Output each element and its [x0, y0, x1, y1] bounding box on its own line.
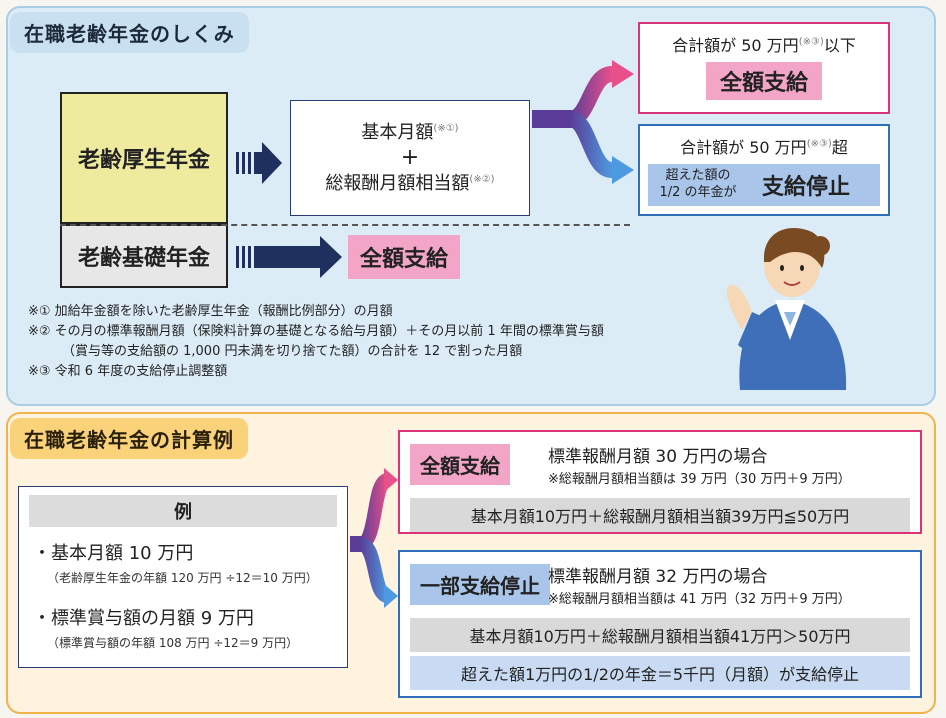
section-title-mechanism: 在職老齢年金のしくみ: [10, 12, 249, 53]
example-item-basic-monthly: ・基本月額 10 万円: [33, 543, 194, 564]
outcome-over-50-box: 合計額が 50 万円(※③)超 超えた額の 1/2 の年金が 支給停止: [638, 124, 890, 216]
outcome-over-result-note: 超えた額の 1/2 の年金が: [659, 168, 737, 200]
example-item-bonus-monthly-note: （標準賞与額の年額 108 万円 ÷12＝9 万円）: [47, 636, 299, 650]
outcome-over-condition: 合計額が 50 万円(※③)超: [680, 138, 848, 157]
example-item-bonus-monthly: ・標準賞与額の月額 9 万円: [33, 608, 254, 629]
example-heading: 例: [29, 495, 337, 527]
footnote-3: ※③ 令和 6 年度の支給停止調整額: [28, 364, 228, 380]
section-title-example: 在職老齢年金の計算例: [10, 418, 248, 459]
formula-line2: 総報酬月額相当額(※②): [325, 173, 495, 195]
case-a-badge: 全額支給: [410, 444, 510, 485]
case-b-note: ※総報酬月額相当額は 41 万円（32 万円＋9 万円）: [548, 592, 851, 607]
case-b-badge: 一部支給停止: [410, 564, 550, 605]
example-box: 例 ・基本月額 10 万円 （老齢厚生年金の年額 120 万円 ÷12＝10 万…: [18, 486, 348, 668]
old-age-employees-pension-box: 老齢厚生年金: [60, 92, 228, 224]
case-b-suspension-detail: 超えた額1万円の1/2の年金＝5千円（月額）が支給停止: [410, 656, 910, 690]
formula-plus: +: [400, 144, 420, 170]
outcome-under-result: 全額支給: [705, 62, 822, 100]
case-b-calculation: 基本月額10万円＋総報酬月額相当額41万円＞50万円: [410, 618, 910, 652]
example-item-basic-monthly-note: （老齢厚生年金の年額 120 万円 ÷12＝10 万円）: [47, 571, 318, 585]
old-age-basic-pension-box: 老齢基礎年金: [60, 224, 228, 288]
footnote-1: ※① 加給年金額を除いた老齢厚生年金（報酬比例部分）の月額: [28, 304, 393, 319]
case-a-title: 標準報酬月額 30 万円の場合: [548, 447, 768, 467]
kiso-label: 老齢基礎年金: [77, 246, 210, 271]
case-partial-suspension: 一部支給停止 標準報酬月額 32 万円の場合 ※総報酬月額相当額は 41 万円（…: [398, 550, 922, 698]
footnotes: ※① 加給年金額を除いた老齢厚生年金（報酬比例部分）の月額 ※② その月の標準報…: [28, 302, 604, 383]
outcome-over-result-row: 超えた額の 1/2 の年金が 支給停止: [648, 164, 880, 206]
outcome-over-result: 支給停止: [762, 175, 851, 200]
kosei-label: 老齢厚生年金: [77, 148, 210, 173]
case-b-title: 標準報酬月額 32 万円の場合: [548, 567, 768, 587]
case-a-calculation: 基本月額10万円＋総報酬月額相当額39万円≦50万円: [410, 498, 910, 532]
dashed-divider: [60, 224, 630, 226]
formula-line1: 基本月額(※①): [361, 121, 459, 143]
footnote-2: ※② その月の標準報酬月額（保険料計算の基礎となる給与月額）＋その月以前 1 年…: [28, 324, 604, 340]
case-full-payment: 全額支給 標準報酬月額 30 万円の場合 ※総報酬月額相当額は 39 万円（30…: [398, 430, 922, 534]
basic-pension-full-payment-badge: 全額支給: [348, 235, 461, 279]
formula-box: 基本月額(※①) + 総報酬月額相当額(※②): [290, 100, 530, 216]
case-a-note: ※総報酬月額相当額は 39 万円（30 万円＋9 万円）: [548, 472, 851, 487]
outcome-under-condition: 合計額が 50 万円(※③)以下: [672, 36, 856, 55]
outcome-under-50-box: 合計額が 50 万円(※③)以下 全額支給: [638, 22, 890, 114]
footnote-2-cont: （賞与等の支給額の 1,000 円未満を切り捨てた額）の合計を 12 で割った月…: [62, 344, 523, 360]
